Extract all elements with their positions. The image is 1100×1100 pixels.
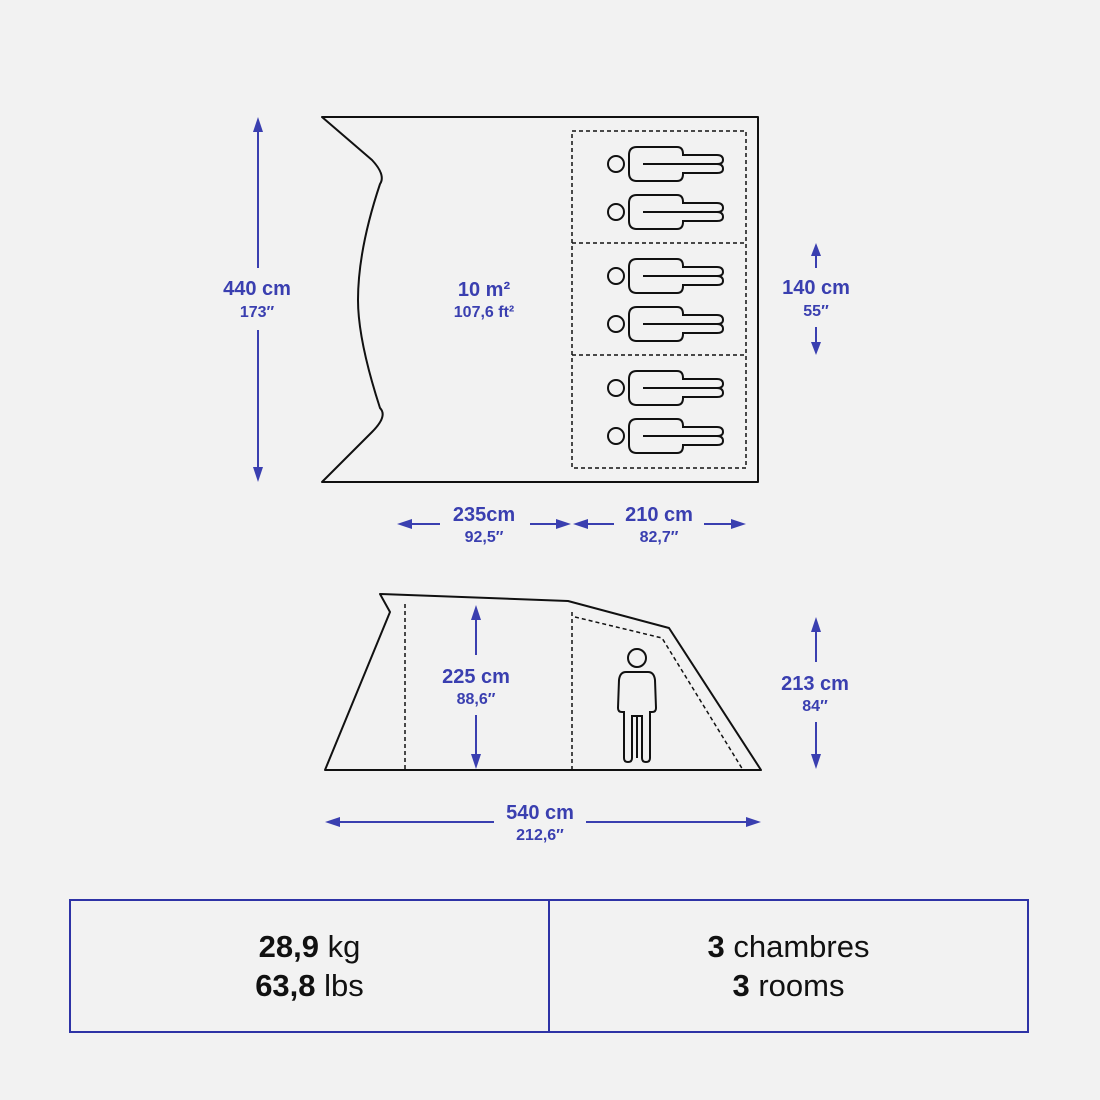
weight-kg: 28,9 kg <box>259 927 361 966</box>
sleeping-bags <box>607 146 725 454</box>
floor-plan-outline <box>321 116 759 483</box>
total-length-sub-label: 212,6″ <box>516 827 564 844</box>
bedroom-length-sub-label: 82,7″ <box>640 529 679 546</box>
side-view-outline <box>324 593 762 771</box>
sleeping-bag-icon <box>607 306 725 342</box>
floor-plan: 10 m² 107,6 ft² 440 cm 173″ 140 cm 55″ 2… <box>223 116 850 546</box>
rooms-en-unit: rooms <box>758 968 845 1003</box>
area-sub-label: 107,6 ft² <box>454 304 514 321</box>
weight-kg-unit: kg <box>327 929 361 964</box>
spec-table: 28,9 kg 63,8 lbs 3 chambres 3 rooms <box>69 899 1029 1033</box>
bedroom-zone <box>571 130 747 469</box>
rooms-fr-value: 3 <box>707 929 725 964</box>
bedroom-length-arrowhead-right <box>731 519 746 529</box>
bedroom-roof-dashed <box>574 616 744 771</box>
sleeping-bag-icon <box>607 370 725 406</box>
total-length-label: 540 cm <box>506 802 574 824</box>
room-width-arrowhead-bottom <box>811 342 821 355</box>
depth-sub-label: 173″ <box>240 304 275 321</box>
rooms-fr-unit: chambres <box>733 929 870 964</box>
person-icon <box>616 648 658 764</box>
room-width-label: 140 cm <box>782 277 850 299</box>
weight-kg-value: 28,9 <box>258 929 319 964</box>
rooms-en-value: 3 <box>732 968 750 1003</box>
living-length-arrowhead-right <box>556 519 571 529</box>
rooms-en: 3 rooms <box>732 966 844 1005</box>
area-label: 10 m² <box>458 279 511 301</box>
room-width-arrowhead-top <box>811 243 821 256</box>
living-height-sub-label: 88,6″ <box>457 691 496 708</box>
sleeping-bag-icon <box>607 146 725 182</box>
living-length-label: 235cm <box>453 504 515 526</box>
weight-lbs-unit: lbs <box>324 968 364 1003</box>
rooms-cell: 3 chambres 3 rooms <box>548 901 1027 1031</box>
living-height-label: 225 cm <box>442 666 510 688</box>
rooms-fr: 3 chambres <box>708 927 870 966</box>
bedroom-length-label: 210 cm <box>625 504 693 526</box>
sleeping-bag-icon <box>607 194 725 230</box>
depth-arrowhead-top <box>253 117 263 132</box>
sleeping-bag-icon <box>607 418 725 454</box>
total-length-arrowhead-left <box>325 817 340 827</box>
weight-lbs: 63,8 lbs <box>255 966 364 1005</box>
max-height-arrowhead-top <box>811 617 821 632</box>
living-length-arrowhead-left <box>397 519 412 529</box>
depth-label: 440 cm <box>223 278 291 300</box>
living-length-sub-label: 92,5″ <box>465 529 504 546</box>
max-height-label: 213 cm <box>781 673 849 695</box>
living-height-arrowhead-bottom <box>471 754 481 769</box>
max-height-arrowhead-bottom <box>811 754 821 769</box>
sleeping-bag-icon <box>607 258 725 294</box>
tent-dimension-diagram: 10 m² 107,6 ft² 440 cm 173″ 140 cm 55″ 2… <box>223 116 850 844</box>
bedroom-length-arrowhead-left <box>573 519 588 529</box>
max-height-sub-label: 84″ <box>802 698 828 715</box>
total-length-arrowhead-right <box>746 817 761 827</box>
room-width-sub-label: 55″ <box>803 303 829 320</box>
living-height-arrowhead-top <box>471 605 481 620</box>
weight-lbs-value: 63,8 <box>255 968 316 1003</box>
side-view: 225 cm 88,6″ 213 cm 84″ 540 cm 212,6″ <box>324 593 849 844</box>
weight-cell: 28,9 kg 63,8 lbs <box>71 901 548 1031</box>
depth-arrowhead-bottom <box>253 467 263 482</box>
